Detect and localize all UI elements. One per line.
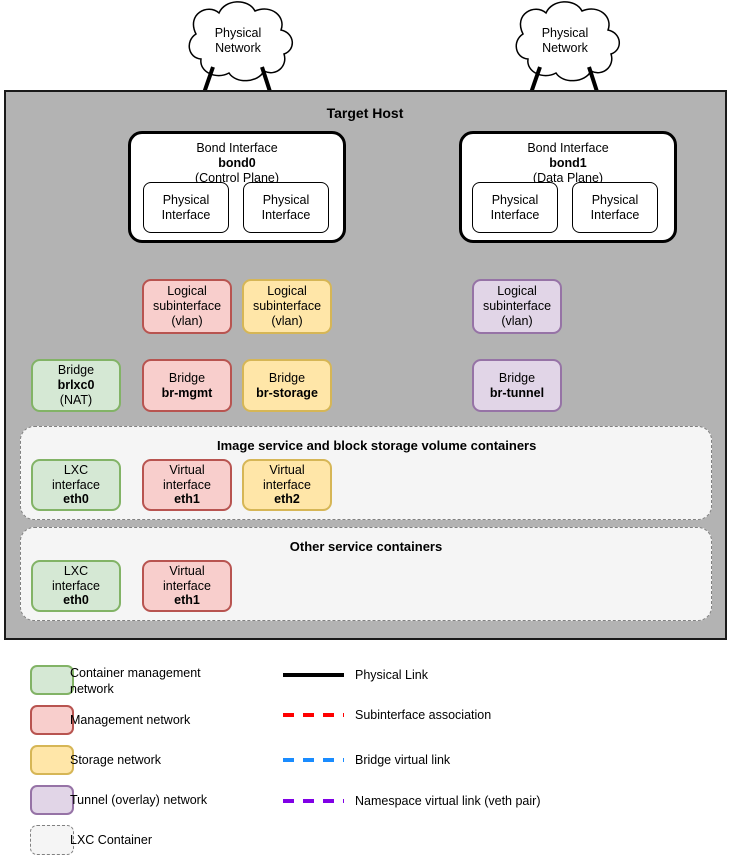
- c1-eth0-id: eth0: [63, 492, 89, 507]
- image-storage-containers-title: Image service and block storage volume c…: [217, 438, 537, 453]
- legend-label-management-network: Management network: [70, 713, 191, 727]
- c2-eth0-id: eth0: [63, 593, 89, 608]
- bond0-title: Bond Interface: [196, 141, 278, 155]
- cloud-left-line2: Network: [215, 41, 261, 55]
- c1-eth2-id: eth2: [274, 492, 300, 507]
- cloud-left-label: Physical Network: [190, 26, 286, 56]
- legend-swatch-management-network: [30, 705, 74, 735]
- logical-subinterface-storage: Logical subinterface (vlan): [242, 279, 332, 334]
- cloud-right-shape: [515, 1, 620, 82]
- legend-label-tunnel-overlay-network: Tunnel (overlay) network: [70, 793, 208, 807]
- br-storage-id: br-storage: [256, 385, 318, 400]
- container2-interface-eth1: Virtual interface eth1: [142, 560, 232, 612]
- cloud-left-line1: Physical: [214, 26, 262, 40]
- bond1-physical-interface-1: Physical Interface: [472, 182, 558, 233]
- legend-swatch-storage-network: [30, 745, 74, 775]
- c1-eth2-line2: interface: [263, 477, 311, 492]
- legend-label-bridge-virtual-link: Bridge virtual link: [355, 753, 451, 767]
- bond0-role: (Control Plane): [194, 170, 280, 185]
- c2-eth1-line1: Virtual: [169, 563, 205, 578]
- legend-label-storage-network: Storage network: [70, 753, 162, 767]
- br-mgmt-label: Bridge: [168, 370, 206, 385]
- c2-eth1-line2: interface: [163, 578, 211, 593]
- cloud-right-line2: Network: [542, 41, 588, 55]
- c1-eth1-line1: Virtual: [169, 462, 205, 477]
- legend-swatch-lxc-container: [30, 825, 74, 855]
- subif-storage-line2: subinterface: [252, 299, 322, 314]
- subif-tunnel-line3: (vlan): [501, 313, 533, 328]
- bridge-br-tunnel: Bridge br-tunnel: [472, 359, 562, 412]
- legend-label-namespace-virtual-link: Namespace virtual link (veth pair): [355, 794, 541, 808]
- container2-interface-eth0: LXC interface eth0: [31, 560, 121, 612]
- bond0-phy2-line2: Interface: [261, 207, 311, 222]
- bond1-phy2-line2: Interface: [590, 207, 640, 222]
- br-tunnel-id: br-tunnel: [489, 385, 545, 400]
- c2-eth0-line1: LXC: [63, 563, 89, 578]
- c1-eth0-line1: LXC: [63, 462, 89, 477]
- bond1-role: (Data Plane): [532, 170, 604, 185]
- br-mgmt-id: br-mgmt: [161, 385, 213, 400]
- bridge-brlxc0: Bridge brlxc0 (NAT): [31, 359, 121, 412]
- subif-mgmt-line2: subinterface: [152, 299, 222, 314]
- c1-eth1-id: eth1: [174, 492, 200, 507]
- bond0-phy2-line1: Physical: [262, 192, 310, 207]
- bond1-phy1-line2: Interface: [490, 207, 540, 222]
- container1-interface-eth1: Virtual interface eth1: [142, 459, 232, 511]
- br-storage-label: Bridge: [268, 370, 306, 385]
- legend-swatch-tunnel-overlay-network: [30, 785, 74, 815]
- brlxc0-label: Bridge: [57, 363, 95, 378]
- legend-label-container-management-network: Container management network: [70, 666, 201, 696]
- cloud-right-line1: Physical: [541, 26, 589, 40]
- bond0-physical-interface-2: Physical Interface: [243, 182, 329, 233]
- c1-eth2-line1: Virtual: [269, 462, 305, 477]
- bond1-phy1-line1: Physical: [491, 192, 539, 207]
- subif-tunnel-line2: subinterface: [482, 299, 552, 314]
- bond0-id: bond0: [218, 155, 256, 170]
- bond1-title: Bond Interface: [527, 141, 609, 155]
- subif-tunnel-line1: Logical: [497, 284, 537, 299]
- bond0-phy1-line1: Physical: [162, 192, 210, 207]
- bond0-physical-interface-1: Physical Interface: [143, 182, 229, 233]
- cloud-right-label: Physical Network: [517, 26, 613, 56]
- page-title: Target Host: [326, 105, 404, 121]
- image-storage-containers-group: [20, 426, 712, 520]
- other-service-containers-title: Other service containers: [289, 539, 443, 554]
- container1-interface-eth0: LXC interface eth0: [31, 459, 121, 511]
- brlxc0-extra: (NAT): [59, 392, 93, 407]
- c2-eth0-line2: interface: [52, 578, 100, 593]
- logical-subinterface-tunnel: Logical subinterface (vlan): [472, 279, 562, 334]
- bond1-physical-interface-2: Physical Interface: [572, 182, 658, 233]
- subif-mgmt-line1: Logical: [167, 284, 207, 299]
- logical-subinterface-mgmt: Logical subinterface (vlan): [142, 279, 232, 334]
- cloud-left-shape: [188, 1, 293, 82]
- subif-storage-line3: (vlan): [271, 313, 303, 328]
- c2-eth1-id: eth1: [174, 593, 200, 608]
- subif-mgmt-line3: (vlan): [171, 313, 203, 328]
- bond1-phy2-line1: Physical: [591, 192, 639, 207]
- brlxc0-id: brlxc0: [57, 378, 95, 393]
- container1-interface-eth2: Virtual interface eth2: [242, 459, 332, 511]
- legend-label-lxc-container: LXC Container: [70, 833, 152, 847]
- legend-label-subinterface-association: Subinterface association: [355, 708, 492, 722]
- bond0-phy1-line2: Interface: [161, 207, 211, 222]
- legend-swatch-container-management-network: [30, 665, 74, 695]
- other-service-containers-group: [20, 527, 712, 621]
- bond1-id: bond1: [549, 155, 587, 170]
- c1-eth1-line2: interface: [163, 477, 211, 492]
- bridge-br-storage: Bridge br-storage: [242, 359, 332, 412]
- subif-storage-line1: Logical: [267, 284, 307, 299]
- br-tunnel-label: Bridge: [498, 370, 536, 385]
- legend-label-physical-link: Physical Link: [355, 668, 428, 682]
- c1-eth0-line2: interface: [52, 477, 100, 492]
- bridge-br-mgmt: Bridge br-mgmt: [142, 359, 232, 412]
